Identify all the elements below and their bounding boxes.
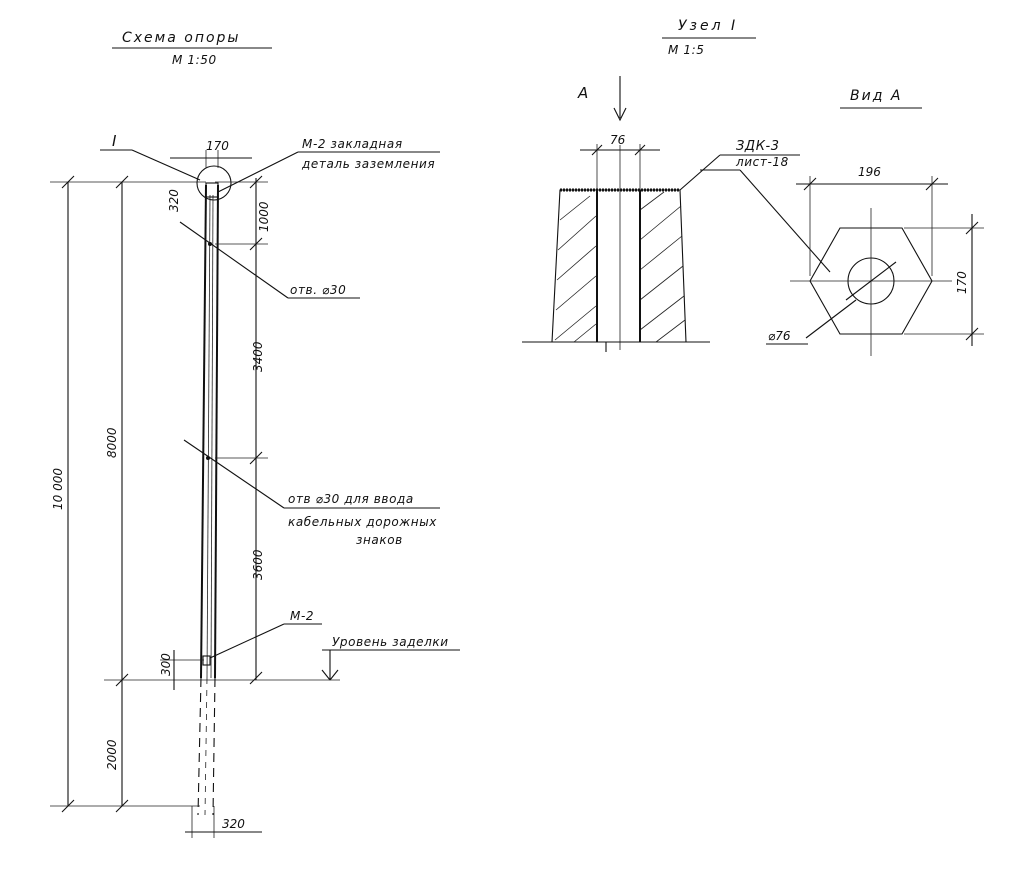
node-scale: М 1:5 bbox=[668, 43, 704, 57]
view-a-title: Вид А bbox=[850, 88, 902, 104]
embed-level-label: Уровень заделки bbox=[332, 635, 449, 649]
node-title: Узел I bbox=[678, 18, 738, 34]
view-arrow-label: А bbox=[577, 84, 589, 102]
callout-m2-top-line2: деталь заземления bbox=[301, 157, 435, 171]
dim-top-offset: 320 bbox=[167, 189, 181, 212]
dim-height: 170 bbox=[955, 271, 969, 294]
ref-line2: лист-18 bbox=[735, 155, 789, 169]
dim-top-width: 170 bbox=[206, 139, 229, 153]
callout-m2-bottom: М-2 bbox=[290, 609, 314, 623]
dim-3400: 3400 bbox=[251, 341, 265, 372]
node-detail: Узел I М 1:5 А 76 bbox=[522, 18, 831, 352]
dim-1000: 1000 bbox=[257, 201, 271, 232]
ref-line1: ЗДК-3 bbox=[736, 139, 780, 154]
callout-hole-lower-line2: кабельных дорожных bbox=[288, 515, 437, 529]
callout-m2-top-line1: М-2 закладная bbox=[302, 137, 403, 151]
scheme-scale: М 1:50 bbox=[172, 53, 217, 67]
scheme-title: Схема опоры bbox=[122, 30, 241, 46]
dim-pipe: 76 bbox=[610, 133, 626, 147]
dim-bottom-width: 320 bbox=[222, 817, 245, 831]
pole bbox=[197, 182, 219, 816]
node-marker: I bbox=[112, 132, 117, 150]
support-scheme: Схема опоры М 1:50 I 170 bbox=[50, 30, 460, 838]
dim-3600: 3600 bbox=[251, 549, 265, 580]
callout-hole-upper: отв. ⌀30 bbox=[290, 283, 346, 297]
callout-hole-lower-line1: отв ⌀30 для ввода bbox=[288, 492, 414, 506]
dim-diameter: ⌀76 bbox=[768, 329, 791, 343]
node-circle bbox=[196, 165, 232, 201]
callout-hole-lower-line3: знаков bbox=[356, 533, 403, 547]
dim-width: 196 bbox=[858, 165, 881, 179]
dim-10000: 10 000 bbox=[51, 468, 65, 510]
dim-8000: 8000 bbox=[105, 427, 119, 458]
dim-300: 300 bbox=[159, 653, 173, 676]
dim-2000: 2000 bbox=[105, 739, 119, 770]
view-a: Вид А 196 170 ⌀76 bbox=[766, 88, 984, 356]
